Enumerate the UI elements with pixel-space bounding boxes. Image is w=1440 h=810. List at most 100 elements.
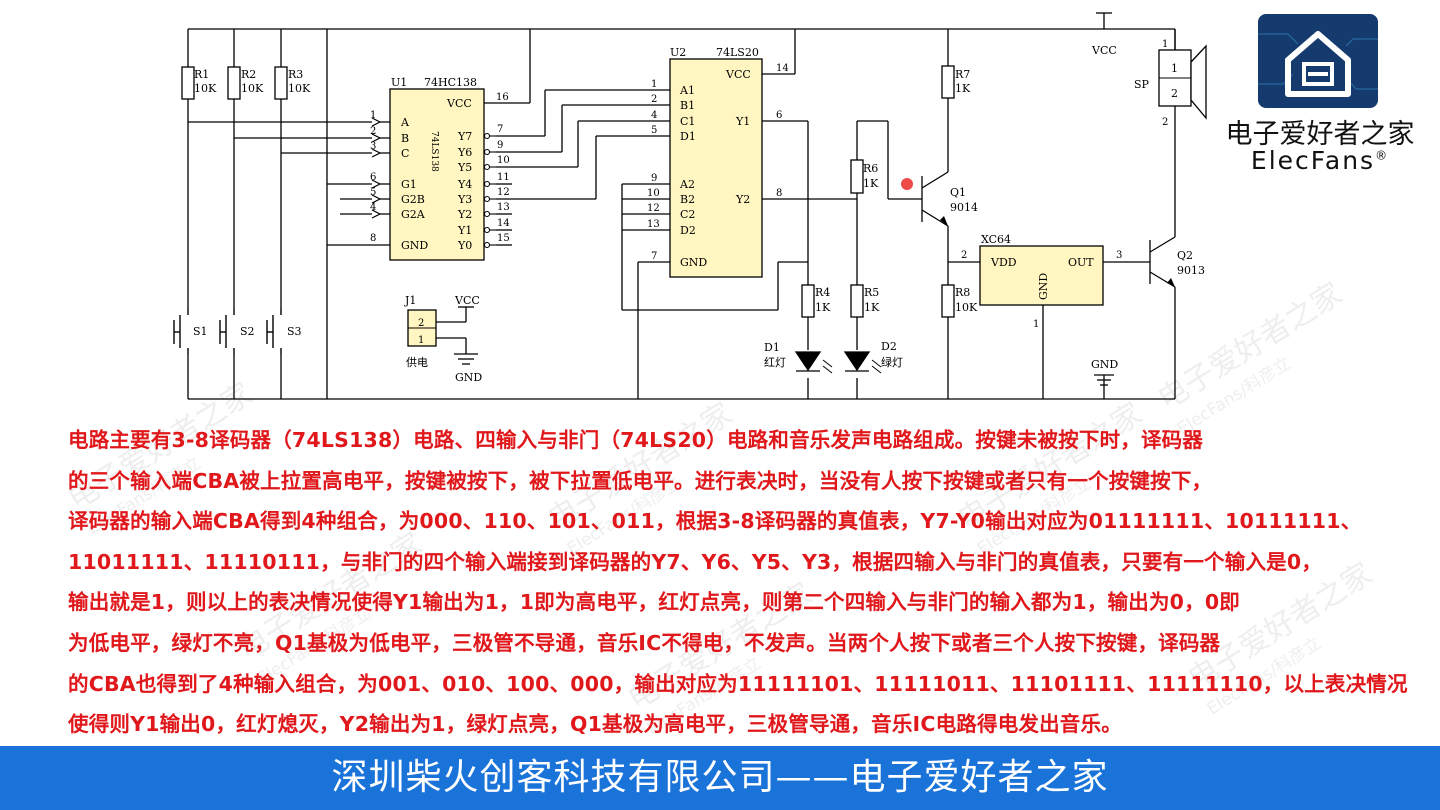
u2-pinnum: 13 <box>647 219 660 230</box>
logo-english-text: ElecFans® <box>1250 146 1390 175</box>
r5-ref: R5 <box>864 286 879 299</box>
u2-ref: U2 <box>670 46 686 59</box>
u2-part: 74LS20 <box>716 46 759 59</box>
u1-pin-y2: Y2 <box>457 208 472 221</box>
cursor-marker <box>901 178 913 190</box>
u1-pin-g1: G1 <box>401 178 417 191</box>
d2-ref: D2 <box>881 340 897 353</box>
xc64-pin-vdd: VDD <box>990 256 1017 269</box>
u1-pin-g2a: G2A <box>401 208 426 221</box>
u1-pin-c: C <box>401 147 409 160</box>
u1-pinnum: 7 <box>497 124 503 135</box>
u2-pinnum: 7 <box>651 251 657 262</box>
xc64-pinnum: 2 <box>961 250 967 261</box>
u2-pin-c1: C1 <box>680 115 695 128</box>
r4-value: 1K <box>815 301 831 314</box>
s3-label: S3 <box>287 325 302 338</box>
speaker-ref: SP <box>1134 78 1150 91</box>
xc64-pin-out: OUT <box>1068 256 1094 269</box>
r4-ref: R4 <box>815 286 830 299</box>
u1-pin-g2b: G2B <box>401 193 425 206</box>
u2-pinnum: 12 <box>647 203 660 214</box>
q2-ref: Q2 <box>1177 249 1193 262</box>
u1-pin-y4: Y4 <box>457 178 472 191</box>
r8-value: 10K <box>955 301 978 314</box>
u1-pinnum: 11 <box>497 172 510 183</box>
u2-pin-a2: A2 <box>679 178 695 191</box>
xc64-pinnum: 1 <box>1033 319 1039 330</box>
description-line: 电路主要有3-8译码器（74LS138）电路、四输入与非门（74LS20）电路和… <box>68 428 1204 452</box>
u2-pin-b1: B1 <box>680 99 695 112</box>
r2-ref: R2 <box>241 68 256 81</box>
u1-pin-gnd: GND <box>401 239 428 252</box>
u2-pinnum: 4 <box>651 110 657 121</box>
u1-pinnum: 3 <box>370 141 376 152</box>
j1-pin: 1 <box>418 335 424 346</box>
j1-ref: J1 <box>404 294 416 307</box>
u2-pinnum: 6 <box>776 110 782 121</box>
speaker-inner-pin: 2 <box>1171 87 1178 100</box>
u1-pin-b: B <box>401 132 409 145</box>
footer-bar: 深圳柴火创客科技有限公司——电子爱好者之家 <box>0 746 1440 810</box>
footer-text: 深圳柴火创客科技有限公司——电子爱好者之家 <box>331 757 1109 798</box>
u1-pinnum: 15 <box>497 233 510 244</box>
u2-pin-d2: D2 <box>680 224 696 237</box>
description-line: 输出就是1，则以上的表决情况使得Y1输出为1，1即为高电平，红灯点亮，则第二个四… <box>68 590 1240 615</box>
speaker-pin: 2 <box>1162 117 1168 128</box>
description-line: 使得则Y1输出0，红灯熄灭，Y2输出为1，绿灯点亮，Q1基极为高电平，三极管导通… <box>68 712 1122 737</box>
description-line: 的CBA也得到了4种输入组合，为001、010、100、000，输出对应为111… <box>68 671 1408 696</box>
d1-ref: D1 <box>764 341 780 354</box>
u2-pinnum: 1 <box>651 79 657 90</box>
q1-ref: Q1 <box>950 186 966 199</box>
d2-label: 绿灯 <box>881 355 903 369</box>
u1-pin-y1: Y1 <box>457 224 472 237</box>
u1-pin-y7: Y7 <box>457 130 472 143</box>
u1-pin-vcc: VCC <box>446 97 472 110</box>
u1-pin-y5: Y5 <box>457 161 472 174</box>
u1-pin-y6: Y6 <box>457 146 472 159</box>
u1-pinnum: 1 <box>370 110 376 121</box>
u2-pin-b2: B2 <box>680 193 695 206</box>
u2-pin-y1: Y1 <box>735 115 750 128</box>
u1-pinnum: 4 <box>370 202 376 213</box>
j1-label: 供电 <box>406 355 428 369</box>
u1-part-vertical: 74LS138 <box>429 131 439 172</box>
xc64-ref: XC64 <box>981 233 1011 246</box>
r7-ref: R7 <box>955 68 970 81</box>
logo-chinese-text: 电子爱好者之家 <box>1225 119 1415 150</box>
description-line: 为低电平，绿灯不亮，Q1基极为低电平，三极管不导通，音乐IC不得电，不发声。当两… <box>68 630 1221 655</box>
u1-pin-y0: Y0 <box>457 239 472 252</box>
r2-value: 10K <box>241 82 264 95</box>
r6-ref: R6 <box>863 162 878 175</box>
u1-part: 74HC138 <box>424 76 477 89</box>
gnd-label-right: GND <box>1091 358 1118 371</box>
u1-pin-y3: Y3 <box>457 193 472 206</box>
description-line: 译码器的输入端CBA得到4种组合，为000、110、101、011，根据3-8译… <box>68 509 1362 534</box>
circuit-schematic: U1 74HC138 74LS138 U2 74LS20 A B C G1 G2… <box>173 12 1207 400</box>
u2-pin-a1: A1 <box>679 84 695 97</box>
u1-pinnum: 14 <box>497 218 510 229</box>
u1-pin-a: A <box>400 116 410 129</box>
description-line: 11011111、11110111，与非门的四个输入端接到译码器的Y7、Y6、Y… <box>68 549 1323 574</box>
u1-pinnum: 9 <box>497 140 503 151</box>
description-paragraph: 电路主要有3-8译码器（74LS138）电路、四输入与非门（74LS20）电路和… <box>68 420 1408 745</box>
r5-value: 1K <box>864 301 880 314</box>
u2-pin-gnd: GND <box>680 256 707 269</box>
r1-value: 10K <box>194 82 217 95</box>
q1-part: 9014 <box>950 201 978 214</box>
u1-ref: U1 <box>391 76 407 89</box>
u2-pinnum: 8 <box>776 188 782 199</box>
r8-ref: R8 <box>955 286 970 299</box>
u2-pin-y2: Y2 <box>735 193 750 206</box>
d1-label: 红灯 <box>764 356 786 369</box>
u2-pinnum: 14 <box>776 63 789 74</box>
xc64-pinnum: 3 <box>1116 250 1122 261</box>
u2-pin-c2: C2 <box>680 208 695 221</box>
q2-part: 9013 <box>1177 264 1205 277</box>
u1-pinnum: 6 <box>370 172 376 183</box>
speaker-pin: 1 <box>1162 39 1168 50</box>
r3-ref: R3 <box>288 68 303 81</box>
description-line: 的三个输入端CBA被上拉置高电平，按键被按下，被下拉置低电平。进行表决时，当没有… <box>68 468 1213 493</box>
u1-pinnum: 10 <box>497 155 510 166</box>
u2-pinnum: 10 <box>647 188 660 199</box>
